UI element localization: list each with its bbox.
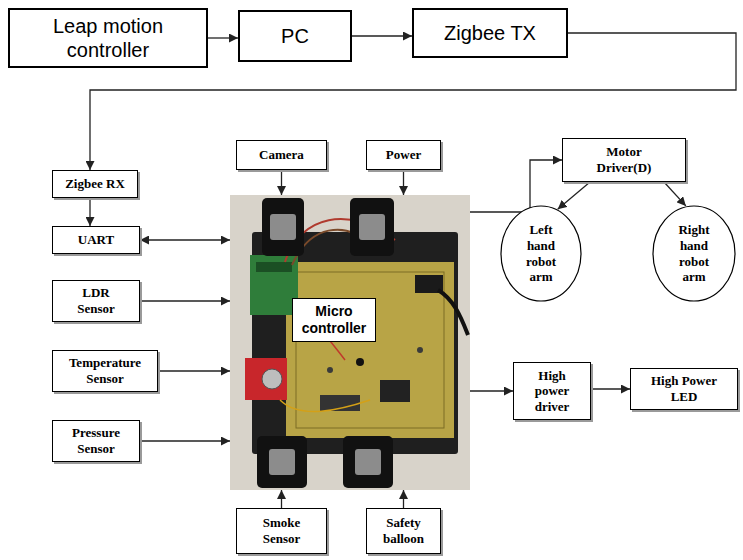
node-label: Temperature Sensor bbox=[61, 355, 149, 386]
node-label: Pressure Sensor bbox=[61, 425, 131, 456]
component bbox=[417, 347, 423, 353]
node-label: Smoke Sensor bbox=[253, 515, 310, 546]
ellipse-shape bbox=[653, 206, 735, 301]
arrow-connector bbox=[140, 440, 230, 441]
board-outline bbox=[296, 272, 444, 428]
arrow-connector bbox=[89, 198, 90, 226]
arm-circle: Right hand robot arm bbox=[652, 205, 736, 302]
node-label: Left hand robot arm bbox=[518, 222, 564, 284]
arrow-connector bbox=[140, 239, 230, 240]
led-box: High Power LED bbox=[630, 368, 738, 410]
wheel bbox=[350, 198, 394, 256]
arrow-connector bbox=[281, 170, 282, 195]
power-box: Power bbox=[366, 140, 441, 170]
node-label: High Power LED bbox=[641, 373, 727, 404]
arrow-connector bbox=[470, 160, 562, 212]
node-label: UART bbox=[78, 232, 114, 248]
arm-circle: Left hand robot arm bbox=[500, 205, 582, 302]
controller-photo: Micro controller bbox=[230, 195, 470, 490]
controller-label: Micro controller bbox=[292, 298, 376, 342]
sensor-box: LDR Sensor bbox=[52, 280, 140, 322]
arrow-connector bbox=[208, 37, 238, 38]
ic-chip bbox=[380, 380, 410, 402]
wheel bbox=[262, 198, 304, 256]
sensor-box: Pressure Sensor bbox=[52, 420, 140, 462]
node-label: Zigbee TX bbox=[444, 21, 536, 45]
driver-box: High power driver bbox=[513, 362, 591, 420]
ellipse-shape bbox=[501, 206, 581, 301]
red-sensor-module bbox=[245, 358, 287, 400]
robot-chassis bbox=[252, 232, 458, 454]
node-label: PC bbox=[281, 24, 309, 48]
node-label: Zigbee RX bbox=[65, 176, 125, 192]
wheel bbox=[343, 436, 393, 488]
button bbox=[356, 358, 364, 366]
interface-box: UART bbox=[52, 226, 140, 254]
arrow-connector bbox=[558, 182, 590, 209]
transmitter-box: Zigbee TX bbox=[412, 8, 568, 58]
arrow-connector bbox=[403, 170, 404, 195]
arrow-connector bbox=[352, 35, 412, 36]
arrow-connector bbox=[281, 490, 282, 508]
node-label: Right hand robot arm bbox=[670, 222, 718, 284]
node-label: Safety balloon bbox=[375, 515, 432, 546]
node-label: Camera bbox=[259, 147, 304, 163]
arrow-connector bbox=[158, 370, 230, 371]
receiver-box: Zigbee RX bbox=[52, 170, 138, 198]
sensor-box: Camera bbox=[236, 140, 327, 170]
node-label: Leap motion controller bbox=[20, 14, 196, 62]
sensor-box: Temperature Sensor bbox=[52, 350, 158, 392]
arrow-connector bbox=[664, 182, 686, 206]
node-label: Power bbox=[386, 147, 421, 163]
arrow-connector bbox=[470, 390, 513, 391]
input-box: Leap motion controller bbox=[8, 8, 208, 68]
node-label: LDR Sensor bbox=[65, 285, 127, 316]
cable bbox=[438, 290, 468, 335]
sensor-box: Smoke Sensor bbox=[236, 508, 327, 554]
node-label: High power driver bbox=[526, 368, 578, 415]
green-board bbox=[250, 255, 298, 315]
safety-box: Safety balloon bbox=[366, 508, 441, 554]
process-box: PC bbox=[238, 10, 352, 62]
arrow-connector bbox=[591, 388, 630, 389]
arrow-connector bbox=[403, 490, 404, 508]
board-chip bbox=[256, 262, 292, 272]
wheel bbox=[257, 436, 307, 488]
arrow-connector bbox=[140, 300, 230, 301]
photo-ground bbox=[230, 195, 470, 490]
driver-box: Motor Driver(D) bbox=[562, 138, 686, 182]
node-label: Motor Driver(D) bbox=[585, 144, 663, 175]
component bbox=[327, 367, 333, 373]
wire bbox=[280, 400, 370, 412]
sensor-dome bbox=[262, 369, 282, 389]
